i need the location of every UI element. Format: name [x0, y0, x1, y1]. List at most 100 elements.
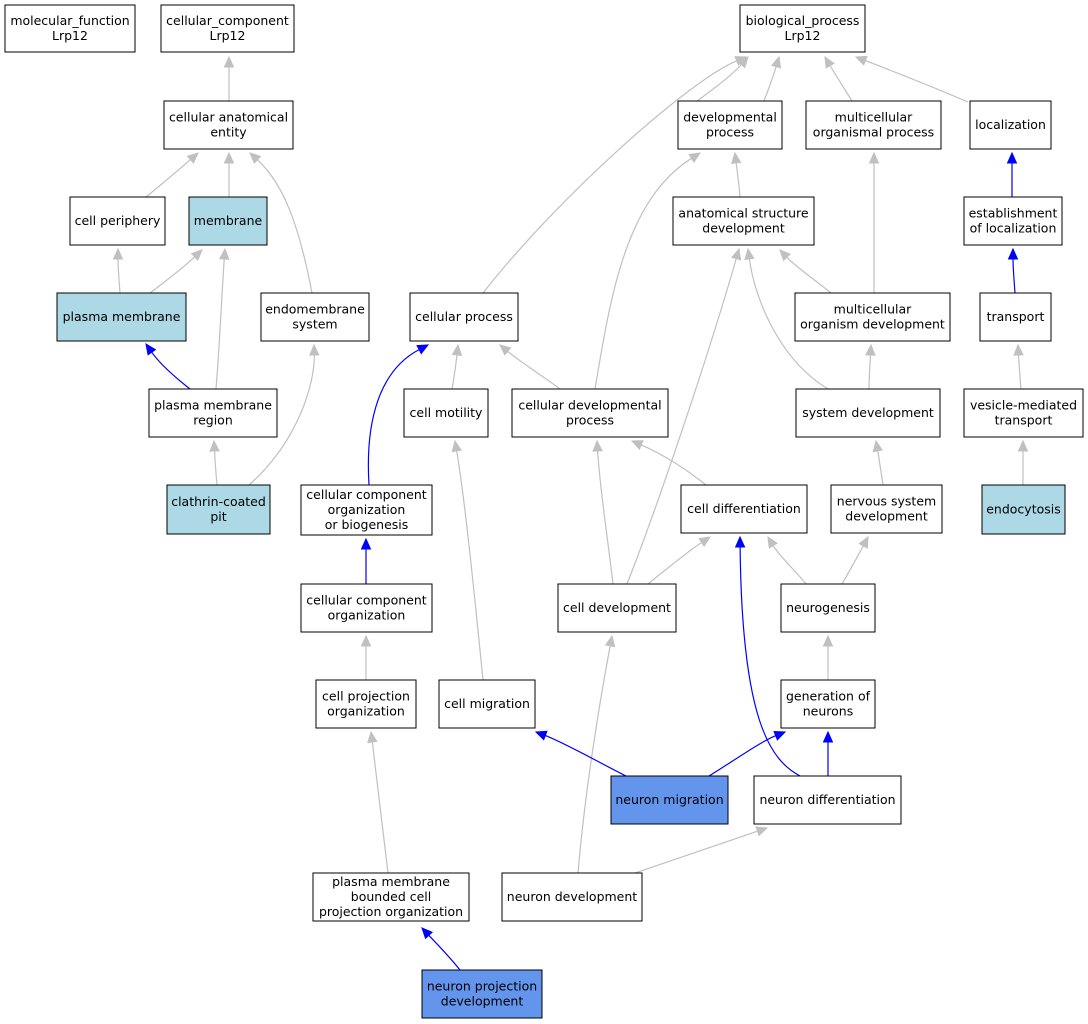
edge-localization-to-biological-process — [824, 55, 853, 102]
edge-arrowhead — [1017, 439, 1029, 452]
node-endocytosis[interactable]: endocytosis — [981, 484, 1066, 535]
node-label-line: developmental — [683, 110, 777, 125]
node-cell-differentiation[interactable]: cell differentiation — [680, 484, 808, 534]
edge-cell-projection-organization-to-cellular-component-organization — [841, 535, 869, 585]
edge-cell-motility-to-cellular-process — [248, 343, 320, 486]
node-label-line: cell projection — [322, 689, 410, 704]
node-cell-motility[interactable]: cell motility — [403, 388, 489, 438]
edge-line — [597, 450, 614, 585]
node-label-line: transport — [995, 413, 1053, 428]
edge-arrowhead — [822, 634, 834, 647]
node-label-line: endomembrane — [265, 302, 365, 317]
node-box — [501, 872, 643, 922]
edge-arrowhead — [112, 247, 124, 260]
edge-arrowhead — [822, 730, 834, 743]
edge-arrowhead — [218, 247, 230, 260]
node-neuron-development[interactable]: neuron development — [501, 872, 643, 922]
node-plasma-membrane[interactable]: plasma membrane — [56, 292, 187, 342]
edge-line — [256, 159, 313, 294]
edge-cell-differentiation-to-cellular-developmental-process — [451, 439, 484, 681]
node-membrane[interactable]: membrane — [188, 196, 268, 246]
node-label-line: development — [702, 221, 785, 236]
node-box — [981, 484, 1066, 535]
node-label-line: multicellular — [835, 110, 914, 125]
edge-line — [748, 258, 829, 390]
node-label-line: process — [566, 413, 614, 428]
edge-line — [151, 351, 191, 390]
edge-arrowhead — [190, 249, 203, 262]
node-transport[interactable]: transport — [979, 292, 1052, 342]
node-cell-migration[interactable]: cell migration — [438, 679, 536, 729]
edge-arrowhead — [451, 439, 462, 453]
node-label-line: molecular_function — [10, 13, 129, 28]
node-label-line: multicellular — [834, 302, 913, 317]
edge-neurogenesis-to-cell-differentiation — [647, 536, 712, 585]
node-neurogenesis[interactable]: neurogenesis — [780, 583, 876, 633]
edge-multicellular-organismal-process-to-biological-process — [763, 55, 782, 102]
edge-arrowhead — [755, 826, 769, 837]
edge-line — [763, 66, 777, 102]
node-label-line: pit — [210, 509, 226, 524]
edge-arrowhead — [451, 343, 463, 356]
node-box — [795, 388, 941, 438]
node-label-line: organization — [328, 502, 406, 517]
node-box — [979, 292, 1052, 342]
node-localization[interactable]: localization — [969, 100, 1052, 150]
node-cell-periphery[interactable]: cell periphery — [69, 196, 166, 246]
edge-arrowhead — [744, 247, 755, 261]
edge-transport-to-establishment-of-localization — [626, 247, 742, 585]
node-box — [805, 100, 942, 150]
edge-line — [877, 450, 884, 486]
node-cell-development[interactable]: cell development — [557, 583, 677, 633]
node-neuron-differentiation[interactable]: neuron differentiation — [753, 775, 902, 825]
node-label-line: projection organization — [319, 904, 463, 919]
edge-anatomical-structure-development-to-developmental-process — [249, 152, 313, 294]
node-label-line: cell development — [563, 600, 671, 615]
node-label-line: organization — [327, 704, 405, 719]
node-box — [163, 100, 294, 150]
edge-cell-migration-to-cell-motility — [209, 439, 220, 486]
node-label-line: organismal process — [813, 125, 934, 140]
edge-arrowhead — [688, 152, 702, 164]
node-label-line: region — [193, 413, 233, 428]
node-label-line: process — [706, 125, 754, 140]
edge-plasma-membrane-to-cell-periphery — [1006, 151, 1018, 197]
node-cellular-process[interactable]: cellular process — [409, 292, 519, 342]
edge-plasma-membrane-region-to-plasma-membrane — [1007, 247, 1019, 294]
edge-line — [841, 545, 864, 585]
node-system-development[interactable]: system development — [795, 388, 941, 438]
edge-arrowhead — [868, 151, 880, 164]
edge-establishment-of-localization-to-localization — [868, 151, 880, 293]
edge-arrowhead — [249, 152, 262, 164]
edge-line — [456, 450, 484, 681]
node-box — [672, 196, 815, 246]
edge-arrowhead — [734, 56, 748, 66]
edge-arrowhead — [1013, 343, 1024, 356]
node-neuron-migration[interactable]: neuron migration — [610, 775, 729, 825]
edge-line — [149, 256, 196, 294]
node-label-line: cell periphery — [75, 213, 161, 228]
node-label-line: cellular developmental — [518, 398, 661, 413]
